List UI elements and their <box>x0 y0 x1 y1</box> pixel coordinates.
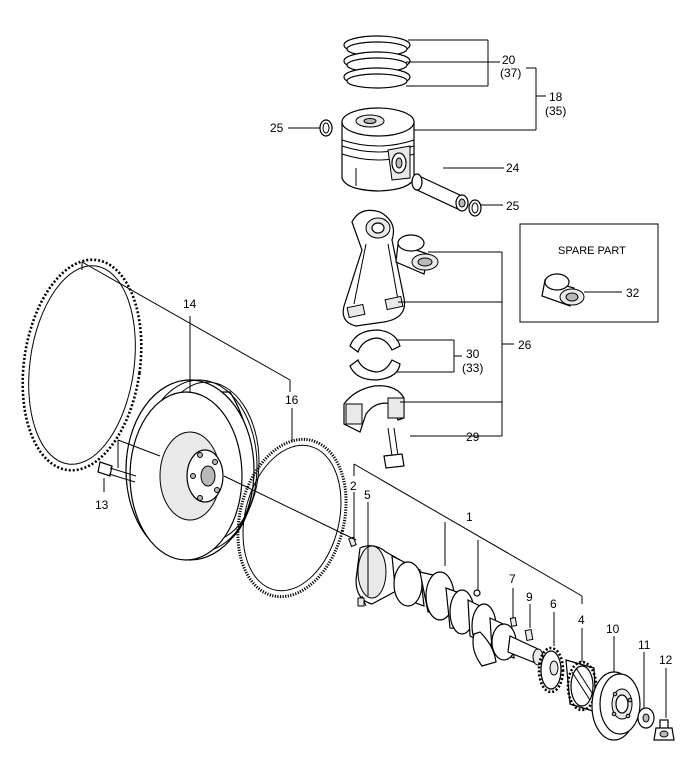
pulley-bolt <box>653 719 675 741</box>
callout-14: 14 <box>183 297 197 311</box>
callout-18: 18 <box>549 90 563 104</box>
callout-5: 5 <box>364 488 371 502</box>
callout-1: 1 <box>466 510 473 524</box>
callout-labels: 20 (37) 18 (35) 25 24 25 32 30 (33) 26 2… <box>95 53 673 667</box>
callout-13: 13 <box>95 498 109 512</box>
bearing-shells <box>349 329 401 381</box>
snap-ring-right <box>468 199 482 217</box>
connecting-rod-cap <box>343 385 405 433</box>
pulley-washer <box>637 707 655 729</box>
crankshaft-pulley <box>591 671 641 741</box>
spare-part-box: SPARE PART <box>519 223 659 323</box>
callout-20: 20 <box>502 53 516 67</box>
callout-24: 24 <box>506 161 520 175</box>
callout-29: 29 <box>466 430 480 444</box>
callout-25-left: 25 <box>270 121 284 135</box>
callout-12: 12 <box>659 653 673 667</box>
callout-18-alt: (35) <box>545 104 566 118</box>
callout-16: 16 <box>285 393 299 407</box>
piston-pin <box>411 173 469 212</box>
callout-20-alt: (37) <box>500 66 521 80</box>
callout-11: 11 <box>638 638 651 652</box>
snap-ring-left <box>319 119 333 137</box>
callout-32: 32 <box>626 286 640 300</box>
callout-7: 7 <box>509 572 516 586</box>
connecting-rod <box>342 209 406 327</box>
crankshaft <box>355 545 544 667</box>
callout-10: 10 <box>606 622 620 636</box>
callout-9: 9 <box>526 590 533 604</box>
connecting-rod-bolt <box>383 427 405 469</box>
callout-6: 6 <box>550 597 557 611</box>
callout-2: 2 <box>350 479 357 493</box>
small-end-bushing <box>395 234 439 275</box>
key-9 <box>524 628 534 642</box>
callout-30: 30 <box>466 347 480 361</box>
ring-gear <box>21 258 143 472</box>
oil-plug <box>473 589 481 597</box>
key-5 <box>357 595 367 607</box>
flywheel <box>125 379 260 561</box>
key-7 <box>509 616 518 627</box>
leader-lines <box>81 39 667 718</box>
callout-4: 4 <box>578 613 585 627</box>
spare-part-title: SPARE PART <box>558 245 626 257</box>
piston <box>341 107 415 192</box>
piston-rings <box>343 35 411 89</box>
callout-30-alt: (33) <box>462 361 483 375</box>
flywheel-ring-gear <box>236 437 348 599</box>
flywheel-bolt <box>97 461 137 483</box>
callout-25-right: 25 <box>506 199 520 213</box>
callout-26: 26 <box>518 338 532 352</box>
crankshaft-gear <box>537 646 565 694</box>
